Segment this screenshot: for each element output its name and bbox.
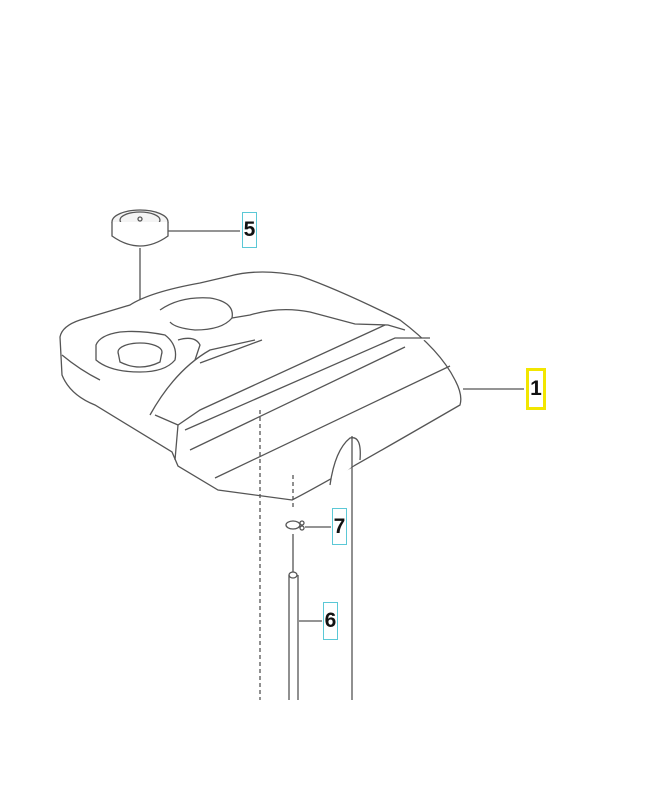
callout-part-5[interactable]: 5	[242, 212, 257, 248]
callout-part-6[interactable]: 6	[323, 602, 338, 640]
fuel-tube	[288, 571, 299, 700]
callout-part-7[interactable]: 7	[332, 508, 347, 545]
o-ring	[285, 520, 305, 531]
callout-part-1[interactable]: 1	[526, 368, 546, 410]
fuel-cap	[111, 209, 169, 247]
fuel-tank	[59, 271, 462, 501]
